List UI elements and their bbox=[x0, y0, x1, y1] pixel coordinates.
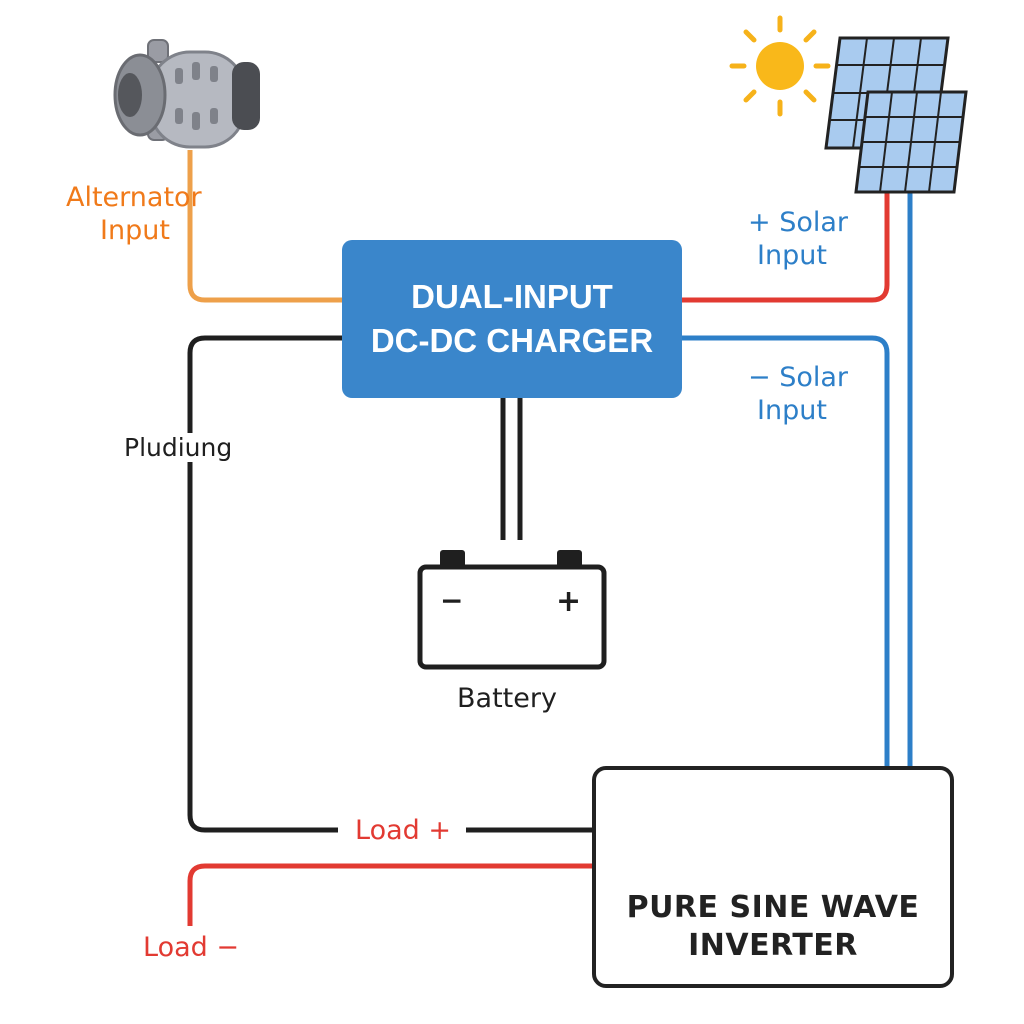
sun-icon bbox=[729, 15, 831, 117]
dc-dc-charger: DUAL-INPUT DC-DC CHARGER bbox=[342, 240, 682, 398]
battery-plus-symbol: + bbox=[556, 584, 582, 619]
battery-icon bbox=[417, 550, 607, 670]
solar-minus-label-line1: − Solar bbox=[748, 362, 849, 393]
load-plus-label: Load + bbox=[355, 815, 451, 846]
battery-minus-symbol: − bbox=[440, 584, 464, 617]
solar-minus-label-line2: Input bbox=[757, 395, 827, 426]
sine-wave-inverter: PURE SINE WAVE INVERTER bbox=[592, 766, 954, 988]
wire-label-left: Pludiung bbox=[122, 433, 235, 462]
solar-plus-label-line1: + Solar bbox=[748, 207, 849, 238]
load-minus-wire bbox=[187, 863, 592, 926]
negative-wire bbox=[187, 335, 342, 833]
inverter-title-line2: INVERTER bbox=[688, 928, 858, 963]
alternator-wire bbox=[187, 150, 342, 303]
charger-title-line1: DUAL-INPUT bbox=[411, 278, 613, 315]
alternator-label-line1: Alternator bbox=[66, 182, 202, 213]
charger-title-line2: DC-DC CHARGER bbox=[370, 322, 654, 359]
solar-plus-wire bbox=[682, 190, 890, 303]
alternator-icon bbox=[113, 39, 260, 149]
solar-plus-label-line2: Input bbox=[757, 240, 827, 271]
alternator-label-line2: Input bbox=[100, 215, 170, 246]
inverter-title-line1: PURE SINE WAVE bbox=[626, 890, 920, 925]
load-minus-label: Load − bbox=[143, 932, 239, 963]
solar-minus-wire bbox=[682, 335, 890, 766]
battery-label: Battery bbox=[457, 683, 557, 714]
solar-panel-icon bbox=[824, 36, 968, 194]
